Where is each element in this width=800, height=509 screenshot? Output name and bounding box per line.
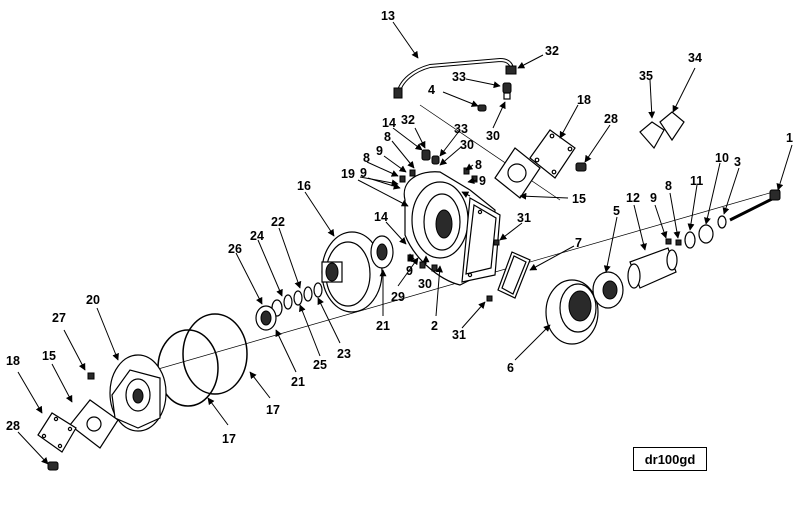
- callout-29: 29: [391, 290, 405, 304]
- callout-6: 6: [507, 361, 514, 375]
- cover-plate-18-right: [529, 129, 576, 179]
- bolt-27: [87, 372, 95, 380]
- callout-17: 17: [266, 403, 280, 417]
- callout-35: 35: [639, 69, 653, 83]
- callout-28: 28: [604, 112, 618, 126]
- callout-32: 32: [545, 44, 559, 58]
- bolt-28-left: [47, 461, 59, 471]
- cover-plate-18-left: [37, 412, 77, 453]
- callout-14: 14: [374, 210, 388, 224]
- callout-9: 9: [406, 264, 413, 278]
- callout-26: 26: [228, 242, 242, 256]
- callout-11: 11: [690, 174, 703, 188]
- callout-31: 31: [517, 211, 531, 225]
- bolt-28-right: [575, 162, 587, 172]
- assembly-axis-line: [119, 189, 781, 381]
- end-cover-20: [109, 354, 167, 432]
- pin-31-lower: [486, 295, 493, 302]
- callout-34: 34: [688, 51, 702, 65]
- callout-22: 22: [271, 215, 285, 229]
- callout-15: 15: [572, 192, 586, 206]
- callout-labels: 13 32 33 4 30 18 28 14 32 33 8 30 9 8 9 …: [6, 9, 793, 446]
- rings-22-26: [255, 282, 323, 331]
- ring-11: [684, 231, 696, 249]
- gasket-7: [497, 251, 531, 299]
- callout-23: 23: [337, 347, 351, 361]
- callout-30: 30: [460, 138, 474, 152]
- bearing-21-upper: [370, 235, 394, 269]
- callout-28: 28: [6, 419, 20, 433]
- callout-5: 5: [613, 204, 620, 218]
- bearing-5: [592, 271, 624, 309]
- callout-27: 27: [52, 311, 66, 325]
- callout-8: 8: [363, 151, 370, 165]
- callout-32: 32: [401, 113, 415, 127]
- drawing-id-text: dr100gd: [644, 451, 696, 467]
- fitting-33-upper: [502, 82, 512, 100]
- callout-8: 8: [384, 130, 391, 144]
- gasket-15-left: [69, 399, 119, 449]
- shaft-12: [627, 247, 678, 289]
- plug-4: [477, 104, 487, 112]
- callout-13: 13: [381, 9, 395, 23]
- callout-8: 8: [665, 179, 672, 193]
- callout-21: 21: [376, 319, 390, 333]
- fitting-32-lower: [421, 149, 440, 165]
- gear-ring-6: [545, 279, 599, 345]
- callout-33: 33: [454, 122, 468, 136]
- callout-7: 7: [575, 236, 582, 250]
- callout-1: 1: [786, 131, 793, 145]
- callout-8: 8: [475, 158, 482, 172]
- callout-33: 33: [452, 70, 466, 84]
- leader-lines: [17, 21, 793, 465]
- washer-3: [717, 215, 727, 229]
- callout-10: 10: [715, 151, 729, 165]
- assembly-axis-line-upper: [419, 104, 561, 201]
- gasket-15-right: [494, 147, 541, 199]
- callout-20: 20: [86, 293, 100, 307]
- callout-21: 21: [291, 375, 305, 389]
- callout-30: 30: [418, 277, 432, 291]
- callout-18: 18: [6, 354, 20, 368]
- callout-15: 15: [42, 349, 56, 363]
- bolt-8-right: [675, 239, 682, 246]
- callout-25: 25: [313, 358, 327, 372]
- callout-14: 14: [382, 116, 396, 130]
- o-ring-17-outer: [182, 313, 248, 395]
- tube-assembly: [393, 57, 517, 99]
- long-bolt-1: [729, 189, 781, 222]
- housing-19: [403, 171, 501, 286]
- plate-35: [639, 121, 665, 150]
- flange-16: [321, 231, 383, 313]
- callout-4: 4: [428, 83, 435, 97]
- callout-2: 2: [431, 319, 438, 333]
- callout-3: 3: [734, 155, 741, 169]
- callout-24: 24: [250, 229, 264, 243]
- callout-12: 12: [626, 191, 640, 205]
- callout-9: 9: [360, 166, 367, 180]
- callout-9: 9: [376, 144, 383, 158]
- o-ring-17-inner: [157, 329, 219, 407]
- callout-31: 31: [452, 328, 466, 342]
- callout-30: 30: [486, 129, 500, 143]
- plate-34: [659, 111, 685, 142]
- drawing-id-box: dr100gd: [633, 447, 707, 471]
- ring-10: [698, 224, 714, 244]
- callout-19: 19: [341, 167, 355, 181]
- callout-9: 9: [479, 174, 486, 188]
- pin-31-upper: [493, 239, 500, 246]
- callout-17: 17: [222, 432, 236, 446]
- bolt-9-right: [665, 238, 672, 245]
- callout-9: 9: [650, 191, 657, 205]
- callout-18: 18: [577, 93, 591, 107]
- callout-16: 16: [297, 179, 311, 193]
